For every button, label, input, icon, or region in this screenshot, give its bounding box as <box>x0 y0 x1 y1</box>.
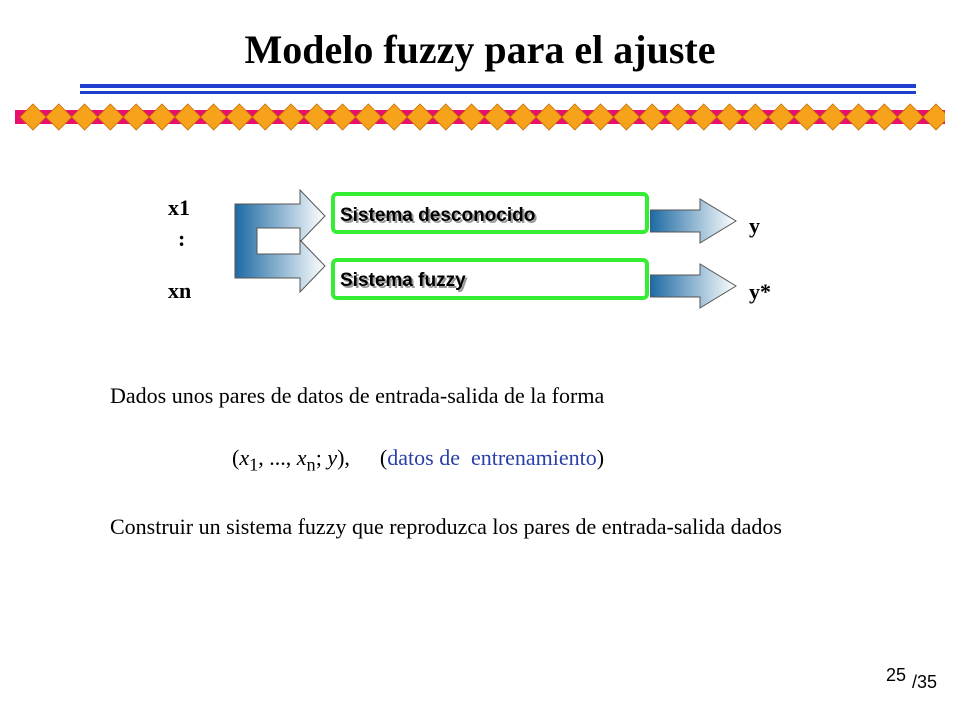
diamond-shape <box>612 103 640 131</box>
diamond-shape <box>535 103 563 131</box>
diamond-shape <box>922 103 945 131</box>
diamond-shape <box>716 103 744 131</box>
output-arrow-y <box>650 198 737 244</box>
formula-x1: x1 <box>239 445 259 475</box>
task-text: Construir un sistema fuzzy que reproduzc… <box>110 514 782 539</box>
fuzzy-system-label: Sistema fuzzy <box>340 270 466 291</box>
formula-open: ( <box>232 445 240 470</box>
formula-xn: xn <box>296 445 316 475</box>
diamond-shape <box>767 103 795 131</box>
formula-y: y <box>327 445 338 470</box>
diamond-shape <box>664 103 692 131</box>
input-dots-label: : <box>178 226 186 251</box>
diamond-shape <box>870 103 898 131</box>
fuzzy-system-box <box>331 258 649 300</box>
diamond-shape <box>819 103 847 131</box>
training-data-note: datos de entrenamiento <box>387 445 597 470</box>
diamond-shape <box>329 103 357 131</box>
diamond-shape <box>793 103 821 131</box>
diamond-shape <box>561 103 589 131</box>
intro-text: Dados unos pares de datos de entrada-sal… <box>110 383 605 408</box>
diamond-shape <box>354 103 382 131</box>
page-number: 25 <box>886 665 907 685</box>
input-x1-label: x1 <box>168 195 190 220</box>
diamond-shape <box>741 103 769 131</box>
formula-close: ), <box>337 445 350 470</box>
unknown-system-box <box>331 192 649 234</box>
diamond-shape <box>96 103 124 131</box>
output-y-label: y <box>749 213 760 238</box>
diamond-shape <box>896 103 924 131</box>
diamond-shape <box>690 103 718 131</box>
diamond-band <box>15 103 945 131</box>
diamond-shape <box>225 103 253 131</box>
title-rule-top <box>80 84 916 88</box>
note-close: ) <box>596 445 605 470</box>
diamond-shape <box>483 103 511 131</box>
output-arrow-ystar <box>650 263 737 309</box>
diamond-shape <box>174 103 202 131</box>
input-split-arrow <box>234 188 326 294</box>
diamond-shape <box>122 103 150 131</box>
data-pairs-formula: (x1, ..., xn; y),(datos de entrenamiento… <box>232 445 604 475</box>
formula-mid: , ..., <box>258 445 297 470</box>
diamond-shape <box>45 103 73 131</box>
output-ystar-label: y* <box>749 279 771 304</box>
page-total: /35 <box>912 672 938 692</box>
diamond-shape <box>432 103 460 131</box>
diamond-shape <box>200 103 228 131</box>
note-open: ( <box>379 445 388 470</box>
diamond-shape <box>406 103 434 131</box>
title-rule-bottom <box>80 91 916 94</box>
diamond-shape <box>303 103 331 131</box>
input-xn-label: xn <box>168 278 192 303</box>
slide-title: Modelo fuzzy para el ajuste <box>244 27 716 72</box>
diamond-shape <box>509 103 537 131</box>
diamond-shape <box>458 103 486 131</box>
split-arrow-shape <box>234 188 326 294</box>
diamond-shape <box>251 103 279 131</box>
diamond-shape <box>638 103 666 131</box>
diamond-shape <box>71 103 99 131</box>
diamond-shape <box>148 103 176 131</box>
diamond-shape <box>277 103 305 131</box>
diamond-shape <box>19 103 47 131</box>
formula-semi: ; <box>315 445 328 470</box>
diamond-shape <box>380 103 408 131</box>
diamond-shape <box>587 103 615 131</box>
diamond-shape <box>845 103 873 131</box>
unknown-system-label: Sistema desconocido <box>340 205 536 226</box>
